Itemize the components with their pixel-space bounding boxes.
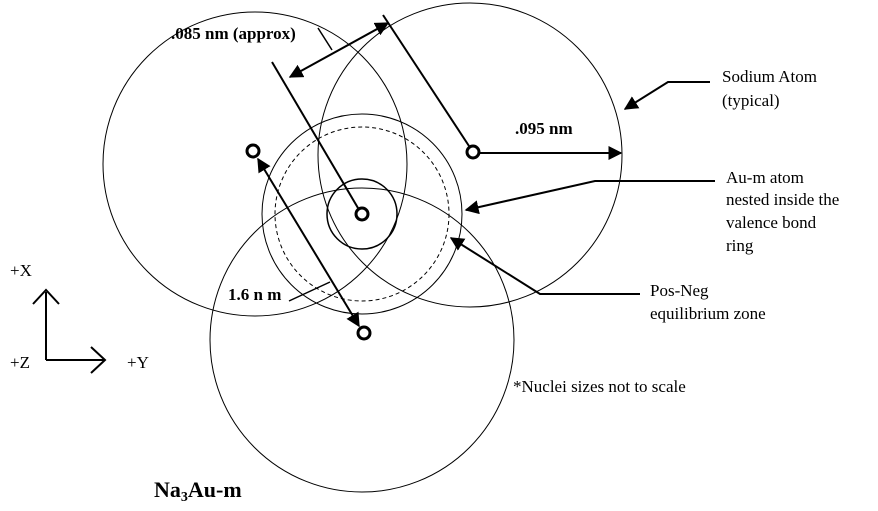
- sodium-callout-line1: Sodium Atom: [722, 67, 817, 86]
- axis-x-label: +X: [10, 261, 32, 280]
- title-subscript: 3: [181, 490, 188, 505]
- sodium-callout-leader: [623, 81, 710, 110]
- diagram-title: Na3Au-m: [154, 477, 242, 505]
- axis-y-arrowhead: [90, 346, 107, 374]
- aum-callout-line1: Au-m atom: [726, 168, 804, 187]
- sodium-atom-bottom: [209, 187, 515, 493]
- dim-16-label: 1.6 n m: [228, 285, 281, 304]
- dim-085-arrow: [288, 22, 390, 78]
- title-part-b: Au-m: [188, 477, 242, 502]
- aum-callout-line3: valence bond: [726, 213, 817, 232]
- au-m-nucleus: [354, 206, 370, 222]
- dim-16-leader: [288, 281, 331, 302]
- aum-callout-line4: ring: [726, 236, 754, 255]
- dim-095-label: .095 nm: [515, 119, 573, 138]
- aum-callout-line2: nested inside the: [726, 190, 839, 209]
- sodium-nucleus-right: [465, 144, 481, 160]
- pos-neg-equilibrium-zone: [274, 126, 450, 302]
- dim-085-label: .085 nm (approx): [171, 24, 296, 43]
- sodium-nucleus-left: [245, 143, 261, 159]
- nuclei-scale-note: *Nuclei sizes not to scale: [513, 377, 686, 396]
- posneg-callout-line2: equilibrium zone: [650, 304, 766, 323]
- title-part-a: Na: [154, 477, 181, 502]
- axis-x-arrowhead: [32, 288, 60, 305]
- dim-085-leader: [317, 27, 333, 51]
- dim-085-extension-right: [382, 14, 470, 147]
- aum-callout-leader: [464, 180, 715, 215]
- sodium-callout-line2: (typical): [722, 91, 780, 110]
- posneg-callout-leader: [449, 237, 640, 295]
- sodium-nucleus-bottom: [356, 325, 372, 341]
- dim-16-arrow: [257, 157, 360, 328]
- axis-z-label: +Z: [10, 353, 30, 372]
- axis-y-label: +Y: [127, 353, 149, 372]
- dim-085-extension-left: [271, 61, 359, 209]
- sodium-atom-left: [102, 11, 408, 317]
- posneg-callout-line1: Pos-Neg: [650, 281, 709, 300]
